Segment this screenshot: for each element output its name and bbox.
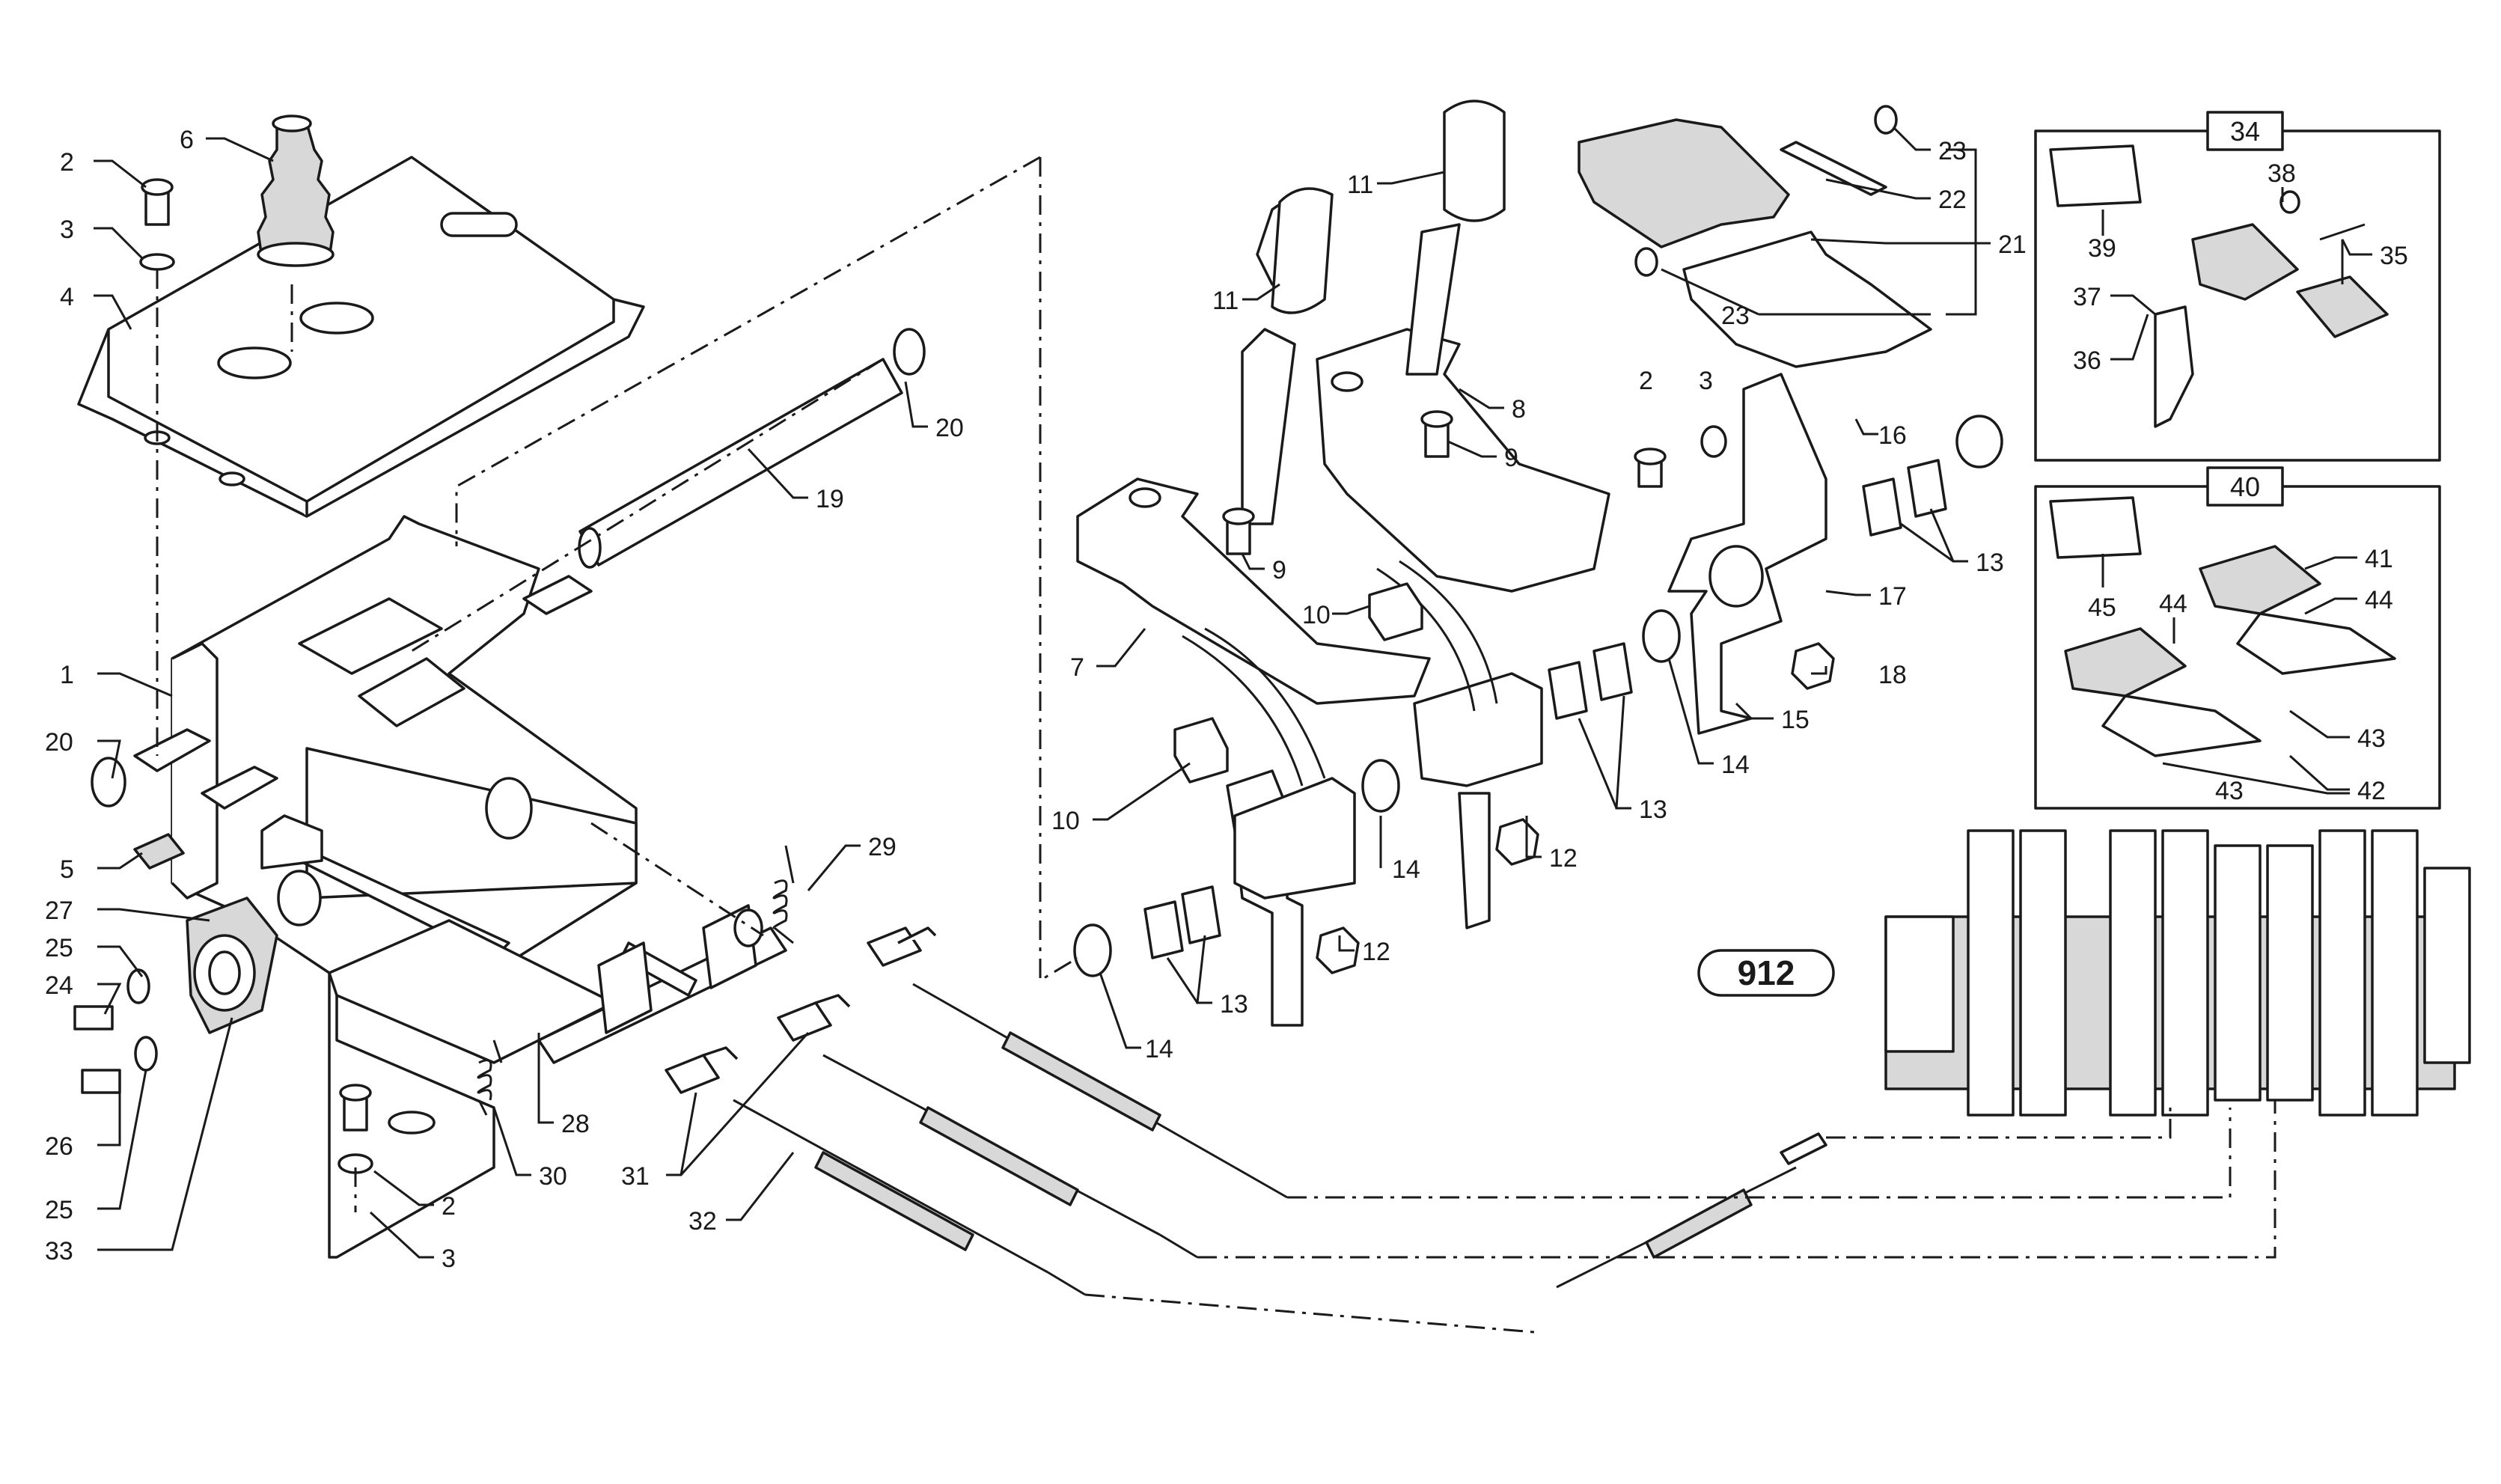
label-37: 37 bbox=[2073, 283, 2101, 311]
label-21: 21 bbox=[1998, 230, 2027, 259]
label-16: 16 bbox=[1878, 421, 1907, 450]
label-33: 33 bbox=[45, 1237, 73, 1265]
label-25: 25 bbox=[45, 1196, 73, 1224]
sensor-clip bbox=[133, 833, 185, 870]
label-1: 1 bbox=[60, 661, 74, 689]
label-42: 42 bbox=[2357, 777, 2386, 805]
linkage bbox=[537, 904, 787, 1064]
label-28: 28 bbox=[561, 1110, 590, 1138]
bracket bbox=[1634, 373, 1827, 735]
screw bbox=[1222, 410, 1453, 555]
spring bbox=[477, 845, 795, 1116]
label-43: 43 bbox=[2357, 724, 2386, 753]
label-2: 2 bbox=[442, 1192, 456, 1221]
kit-box-40 bbox=[2034, 466, 2441, 810]
label-20: 20 bbox=[935, 414, 964, 442]
label-18: 18 bbox=[1878, 661, 1907, 689]
label-41: 41 bbox=[2365, 545, 2393, 573]
label-38: 38 bbox=[2268, 159, 2296, 188]
label-39: 39 bbox=[2088, 234, 2116, 263]
label-19: 19 bbox=[816, 485, 844, 513]
label-8: 8 bbox=[1512, 395, 1526, 424]
label-10: 10 bbox=[1051, 807, 1080, 835]
label-31: 31 bbox=[621, 1162, 650, 1191]
lever-knob bbox=[1271, 187, 1334, 314]
label-20: 20 bbox=[45, 728, 73, 757]
label-23: 23 bbox=[1938, 137, 1967, 165]
label-14: 14 bbox=[1392, 855, 1420, 884]
label-44: 44 bbox=[2159, 590, 2187, 618]
label-12: 12 bbox=[1549, 844, 1578, 873]
label-11: 11 bbox=[1347, 171, 1373, 199]
valve-block bbox=[1697, 829, 2471, 1117]
circlip bbox=[91, 328, 926, 807]
label-13: 13 bbox=[1220, 990, 1248, 1019]
label-36: 36 bbox=[2073, 346, 2101, 375]
cover-plate bbox=[77, 156, 645, 518]
part-number-labels: 2 3 4 6 1 20 5 27 25 24 26 25 33 2 3 20 … bbox=[45, 116, 2408, 1273]
label-10: 10 bbox=[1302, 601, 1331, 629]
label-14: 14 bbox=[1145, 1035, 1173, 1063]
label-15: 15 bbox=[1781, 706, 1810, 734]
label-7: 7 bbox=[1070, 653, 1084, 682]
label-11: 11 bbox=[1212, 287, 1239, 315]
connection-lines bbox=[156, 156, 2276, 1334]
bushing bbox=[1073, 415, 2003, 977]
label-2: 2 bbox=[60, 148, 74, 177]
kit-number-34: 34 bbox=[2230, 116, 2260, 147]
label-29: 29 bbox=[868, 833, 897, 861]
label-13: 13 bbox=[1976, 549, 2004, 577]
main-frame bbox=[171, 515, 638, 1259]
label-13: 13 bbox=[1639, 796, 1667, 824]
reference-number-912: 912 bbox=[1738, 953, 1795, 992]
block bbox=[1173, 582, 1423, 784]
label-5: 5 bbox=[60, 855, 74, 884]
label-9: 9 bbox=[1272, 556, 1286, 584]
rubber-boot bbox=[257, 114, 335, 267]
bolts-left bbox=[73, 178, 373, 1174]
label-45: 45 bbox=[2088, 593, 2116, 622]
label-25: 25 bbox=[45, 934, 73, 962]
leader-lines bbox=[94, 126, 2372, 1259]
label-27: 27 bbox=[45, 897, 73, 925]
kit-box-34 bbox=[2034, 111, 2441, 462]
label-3: 3 bbox=[442, 1245, 456, 1273]
label-43: 43 bbox=[2215, 777, 2244, 805]
label-24: 24 bbox=[45, 971, 73, 1000]
bearing-flange bbox=[186, 897, 278, 1034]
label-9: 9 bbox=[1504, 444, 1518, 472]
kit-number-40: 40 bbox=[2230, 471, 2260, 502]
label-22: 22 bbox=[1938, 186, 1967, 214]
label-17: 17 bbox=[1878, 582, 1907, 611]
label-3: 3 bbox=[60, 216, 74, 244]
label-23: 23 bbox=[1721, 302, 1750, 330]
lever-assembly-right bbox=[1316, 223, 1610, 929]
label-32: 32 bbox=[688, 1207, 717, 1236]
label-14: 14 bbox=[1721, 751, 1750, 779]
label-12: 12 bbox=[1362, 938, 1390, 966]
label-2: 2 bbox=[1639, 367, 1653, 395]
label-4: 4 bbox=[60, 283, 74, 311]
control-cables bbox=[733, 983, 1827, 1296]
lever-knob bbox=[1443, 100, 1506, 222]
frame-tabs bbox=[133, 575, 593, 810]
label-35: 35 bbox=[2380, 242, 2408, 270]
pedal bbox=[1578, 105, 1932, 368]
clevis bbox=[665, 926, 937, 1094]
label-26: 26 bbox=[45, 1132, 73, 1161]
label-30: 30 bbox=[539, 1162, 567, 1191]
label-6: 6 bbox=[180, 126, 194, 154]
label-3: 3 bbox=[1699, 367, 1713, 395]
label-44: 44 bbox=[2365, 586, 2393, 614]
